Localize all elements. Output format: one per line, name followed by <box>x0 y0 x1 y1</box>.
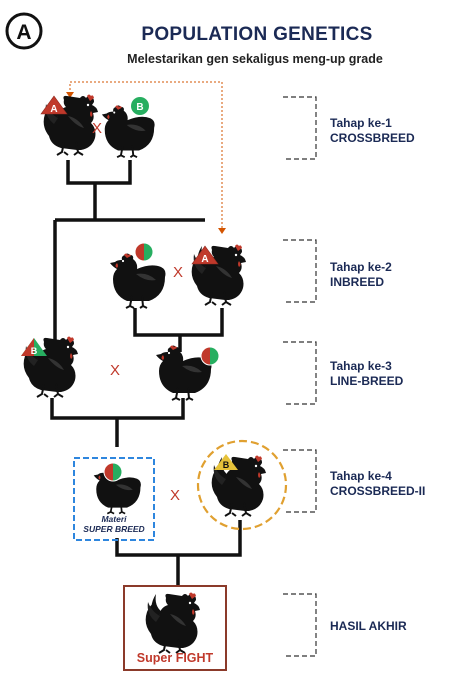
materi-label: Materi SUPER BREED <box>74 514 154 534</box>
lineage-connectors <box>50 160 242 585</box>
final-result-box <box>123 585 227 671</box>
badge-b-triangle-letter: B <box>223 460 230 470</box>
badge-ab-letter: B <box>31 346 38 356</box>
stage-2-label: Tahap ke-2 INBREED <box>330 260 392 290</box>
materi-line1: Materi <box>101 514 127 524</box>
badge-b-letter: B <box>136 102 143 113</box>
stage1-hen-icon <box>100 104 156 159</box>
badge-a-triangle-icon <box>40 95 68 116</box>
mixed-gene-badge-icon <box>103 462 123 482</box>
stage-2-method: INBREED <box>330 275 385 289</box>
lineage-dashed-arrow <box>66 81 226 234</box>
materi-super-breed-box <box>73 457 155 541</box>
badge-b-circle-icon: B <box>131 97 149 115</box>
stage-2-title: Tahap ke-2 <box>330 260 392 274</box>
stage-4-method: CROSSBREED-II <box>330 484 426 498</box>
outcross-circle <box>196 439 288 531</box>
final-result-label: Super FIGHT <box>136 651 214 665</box>
stage-final-label: HASIL AKHIR <box>330 619 407 634</box>
stage-1-label: Tahap ke-1 CROSSBREED <box>330 116 415 146</box>
final-rooster-icon <box>144 591 201 654</box>
badge-ab-triangle-icon: B <box>21 338 47 356</box>
cross-symbol-3: X <box>110 362 121 379</box>
cross-symbol-4: X <box>170 487 181 504</box>
badge-b-triangle-icon: B <box>214 454 238 470</box>
stage-4-label: Tahap ke-4 CROSSBREED-II <box>330 469 425 499</box>
cross-symbol-1: X <box>92 120 103 137</box>
cross-symbol-2: X <box>173 264 184 281</box>
mixed-gene-badge-icon <box>134 242 154 262</box>
stage2-hen-icon <box>109 252 167 309</box>
stage-1-title: Tahap ke-1 <box>330 116 392 130</box>
logo-letter: A <box>16 21 31 44</box>
stage-final-title: HASIL AKHIR <box>330 619 407 633</box>
stage-3-label: Tahap ke-3 LINE-BREED <box>330 359 403 389</box>
page-subtitle: Melestarikan gen sekaligus meng-up grade <box>127 52 383 66</box>
stage-brackets <box>283 96 317 657</box>
stage-3-title: Tahap ke-3 <box>330 359 392 373</box>
stage-3-method: LINE-BREED <box>330 374 404 388</box>
stage-1-method: CROSSBREED <box>330 131 415 145</box>
page-title: POPULATION GENETICS <box>141 24 373 45</box>
mixed-gene-badge-icon <box>200 346 220 366</box>
stage-4-title: Tahap ke-4 <box>330 469 392 483</box>
logo-circle-a-icon: A <box>5 12 43 50</box>
materi-line2: SUPER BREED <box>83 524 145 534</box>
